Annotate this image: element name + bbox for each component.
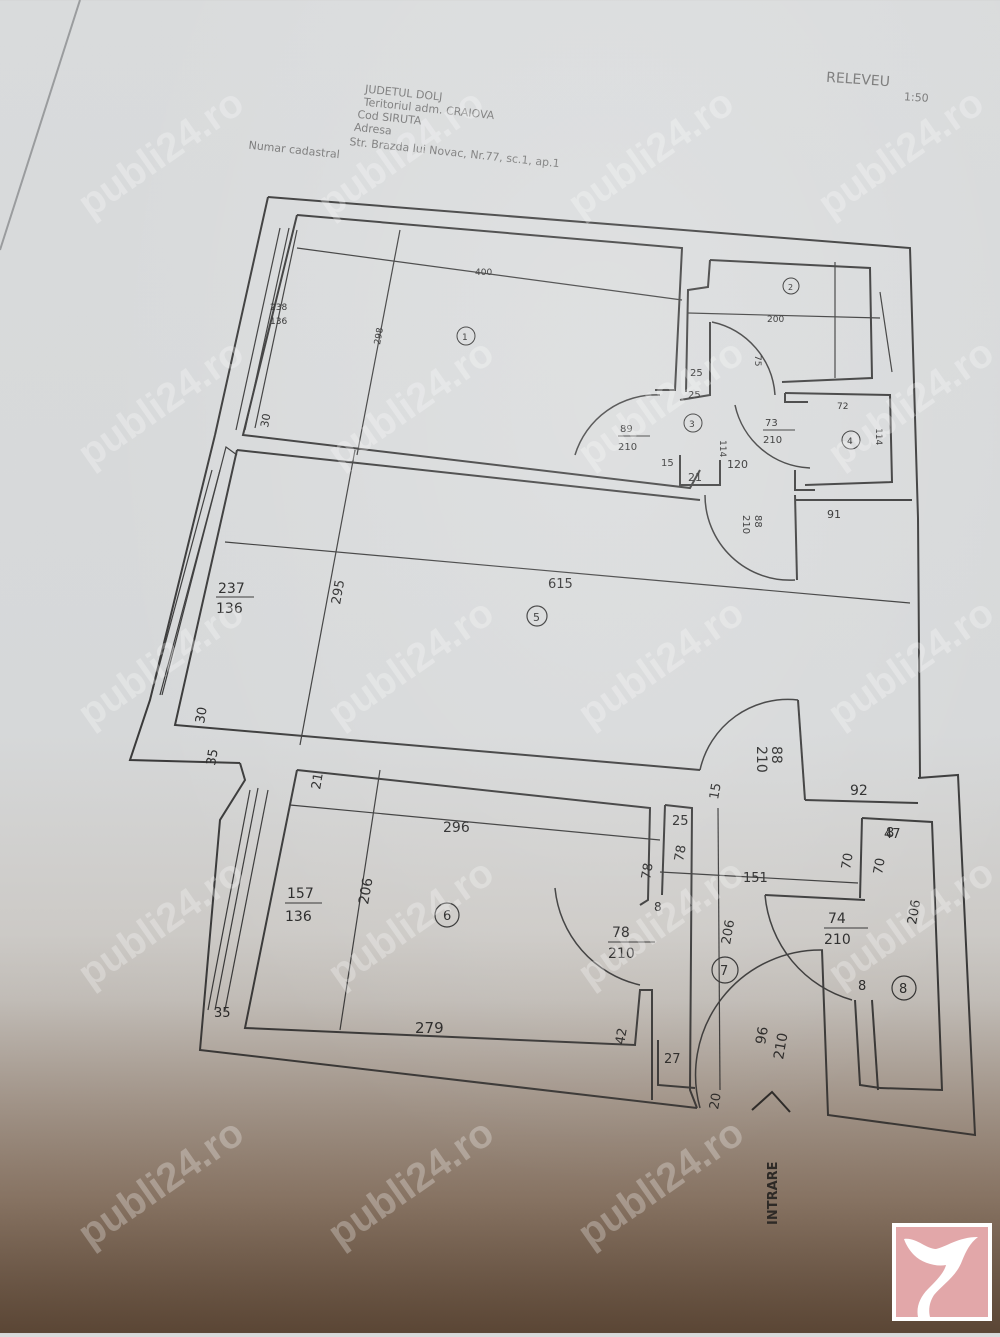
svg-text:21: 21	[309, 772, 327, 791]
svg-text:114: 114	[873, 428, 883, 445]
svg-text:210: 210	[618, 442, 637, 453]
svg-text:136: 136	[216, 601, 243, 617]
svg-text:25: 25	[690, 368, 703, 379]
svg-text:296: 296	[443, 820, 470, 836]
svg-text:15: 15	[707, 782, 725, 801]
svg-text:30: 30	[258, 412, 273, 428]
svg-text:96: 96	[753, 1025, 772, 1045]
svg-text:70: 70	[871, 857, 889, 876]
svg-text:25: 25	[688, 390, 701, 401]
svg-text:5: 5	[533, 611, 540, 624]
svg-text:136: 136	[270, 317, 287, 327]
svg-text:75: 75	[752, 355, 762, 366]
svg-text:20: 20	[707, 1092, 725, 1111]
svg-text:47: 47	[884, 827, 901, 842]
svg-text:136: 136	[285, 909, 312, 925]
releveu-stamp: RELEVEU 1:50	[826, 70, 930, 105]
svg-text:210: 210	[740, 515, 751, 534]
svg-text:88: 88	[752, 515, 763, 528]
svg-text:400: 400	[475, 268, 492, 278]
svg-text:8: 8	[858, 979, 866, 994]
svg-text:279: 279	[415, 1019, 444, 1037]
svg-text:78: 78	[612, 925, 630, 941]
svg-text:206: 206	[356, 877, 376, 906]
svg-text:8: 8	[654, 900, 662, 914]
svg-text:21: 21	[688, 471, 702, 484]
floor-plan	[128, 196, 977, 1137]
svg-text:3: 3	[689, 420, 695, 430]
svg-text:157: 157	[287, 886, 314, 902]
svg-text:114: 114	[717, 440, 727, 457]
publi24-logo	[892, 1223, 992, 1321]
svg-text:35: 35	[204, 748, 222, 767]
svg-text:1: 1	[462, 333, 468, 343]
svg-text:200: 200	[767, 315, 784, 325]
svg-text:89: 89	[620, 424, 633, 435]
svg-text:70: 70	[839, 852, 857, 871]
svg-text:78: 78	[639, 862, 657, 881]
svg-text:27: 27	[664, 1052, 681, 1067]
svg-text:42: 42	[613, 1027, 631, 1046]
svg-text:206: 206	[905, 899, 924, 926]
svg-text:2: 2	[788, 283, 793, 292]
svg-text:35: 35	[214, 1006, 231, 1021]
svg-text:74: 74	[828, 911, 846, 927]
svg-text:210: 210	[608, 946, 635, 962]
svg-text:RELEVEU: RELEVEU	[826, 70, 891, 90]
svg-text:1:50: 1:50	[904, 90, 930, 105]
svg-text:210: 210	[763, 435, 782, 446]
dimension-labels: 238 136 400 298 1 30 2 200 75 25 25 3 89…	[193, 268, 924, 1111]
svg-text:8: 8	[899, 982, 907, 997]
svg-text:88: 88	[768, 746, 784, 764]
svg-text:6: 6	[443, 909, 451, 924]
svg-text:210: 210	[753, 746, 769, 773]
svg-text:30: 30	[193, 706, 211, 725]
svg-text:Numar cadastral: Numar cadastral	[248, 139, 340, 161]
svg-text:210: 210	[771, 1032, 791, 1061]
svg-text:120: 120	[727, 458, 748, 471]
entrance-marker: INTRARE	[751, 1090, 791, 1225]
svg-text:INTRARE: INTRARE	[766, 1161, 781, 1225]
svg-text:4: 4	[847, 437, 853, 447]
svg-text:615: 615	[548, 577, 573, 592]
svg-text:91: 91	[827, 508, 841, 521]
svg-text:298: 298	[373, 327, 386, 346]
svg-text:15: 15	[661, 458, 674, 469]
svg-text:7: 7	[720, 964, 728, 979]
svg-text:92: 92	[850, 783, 868, 799]
svg-text:25: 25	[672, 814, 689, 829]
bird-icon	[896, 1227, 988, 1317]
svg-text:238: 238	[270, 303, 287, 313]
svg-text:78: 78	[672, 844, 690, 863]
svg-text:8: 8	[886, 826, 894, 841]
svg-text:72: 72	[837, 402, 848, 412]
svg-text:Adresa: Adresa	[353, 121, 392, 138]
svg-text:73: 73	[765, 418, 778, 429]
svg-text:295: 295	[329, 579, 348, 606]
svg-text:151: 151	[743, 871, 768, 886]
svg-text:237: 237	[218, 581, 245, 597]
svg-text:210: 210	[824, 932, 851, 948]
svg-text:206: 206	[719, 919, 738, 946]
